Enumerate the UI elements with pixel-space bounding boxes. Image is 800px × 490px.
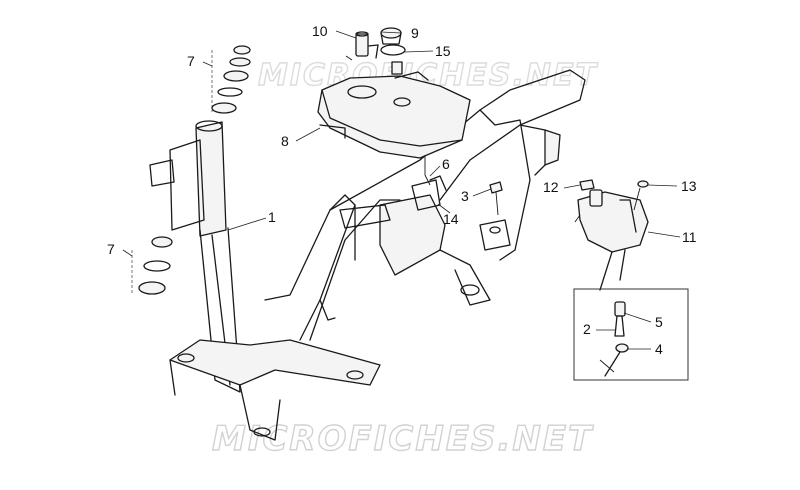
clip-12 (579, 179, 595, 191)
callout-8: 8 (281, 133, 289, 149)
callout-6: 6 (442, 156, 450, 172)
watermark-top: MICROFICHES.NET (258, 58, 599, 93)
callout-2: 2 (583, 321, 591, 337)
callout-labels: 1 2 3 4 5 6 7 7 8 9 10 11 12 13 14 15 (107, 23, 697, 357)
callout-11: 11 (682, 229, 697, 245)
callout-3: 3 (461, 188, 469, 204)
filler-gasket (380, 44, 406, 75)
callout-9: 9 (411, 25, 419, 41)
callout-13: 13 (681, 178, 697, 194)
watermark-bottom: MICROFICHES.NET (212, 419, 594, 459)
callout-7-lower: 7 (107, 241, 115, 257)
callout-5: 5 (655, 314, 663, 330)
fuel-tank (317, 71, 471, 159)
steering-bearing-lower (131, 236, 173, 295)
callout-15: 15 (435, 43, 451, 59)
fuel-filler-cap (380, 27, 402, 45)
fuel-pump-unit (345, 31, 379, 61)
nut-13 (633, 180, 649, 211)
callout-1: 1 (268, 209, 276, 225)
leader-lines (122, 30, 681, 350)
inset-detail (573, 288, 689, 381)
callout-10: 10 (312, 23, 328, 39)
battery-bracket (574, 189, 649, 291)
steering-bearing-upper (211, 45, 251, 114)
frame-assembly (149, 69, 586, 441)
callout-12: 12 (543, 179, 559, 195)
callout-7-upper: 7 (187, 53, 195, 69)
callout-4: 4 (655, 341, 663, 357)
screw-3 (489, 181, 503, 216)
callout-14: 14 (443, 211, 459, 227)
